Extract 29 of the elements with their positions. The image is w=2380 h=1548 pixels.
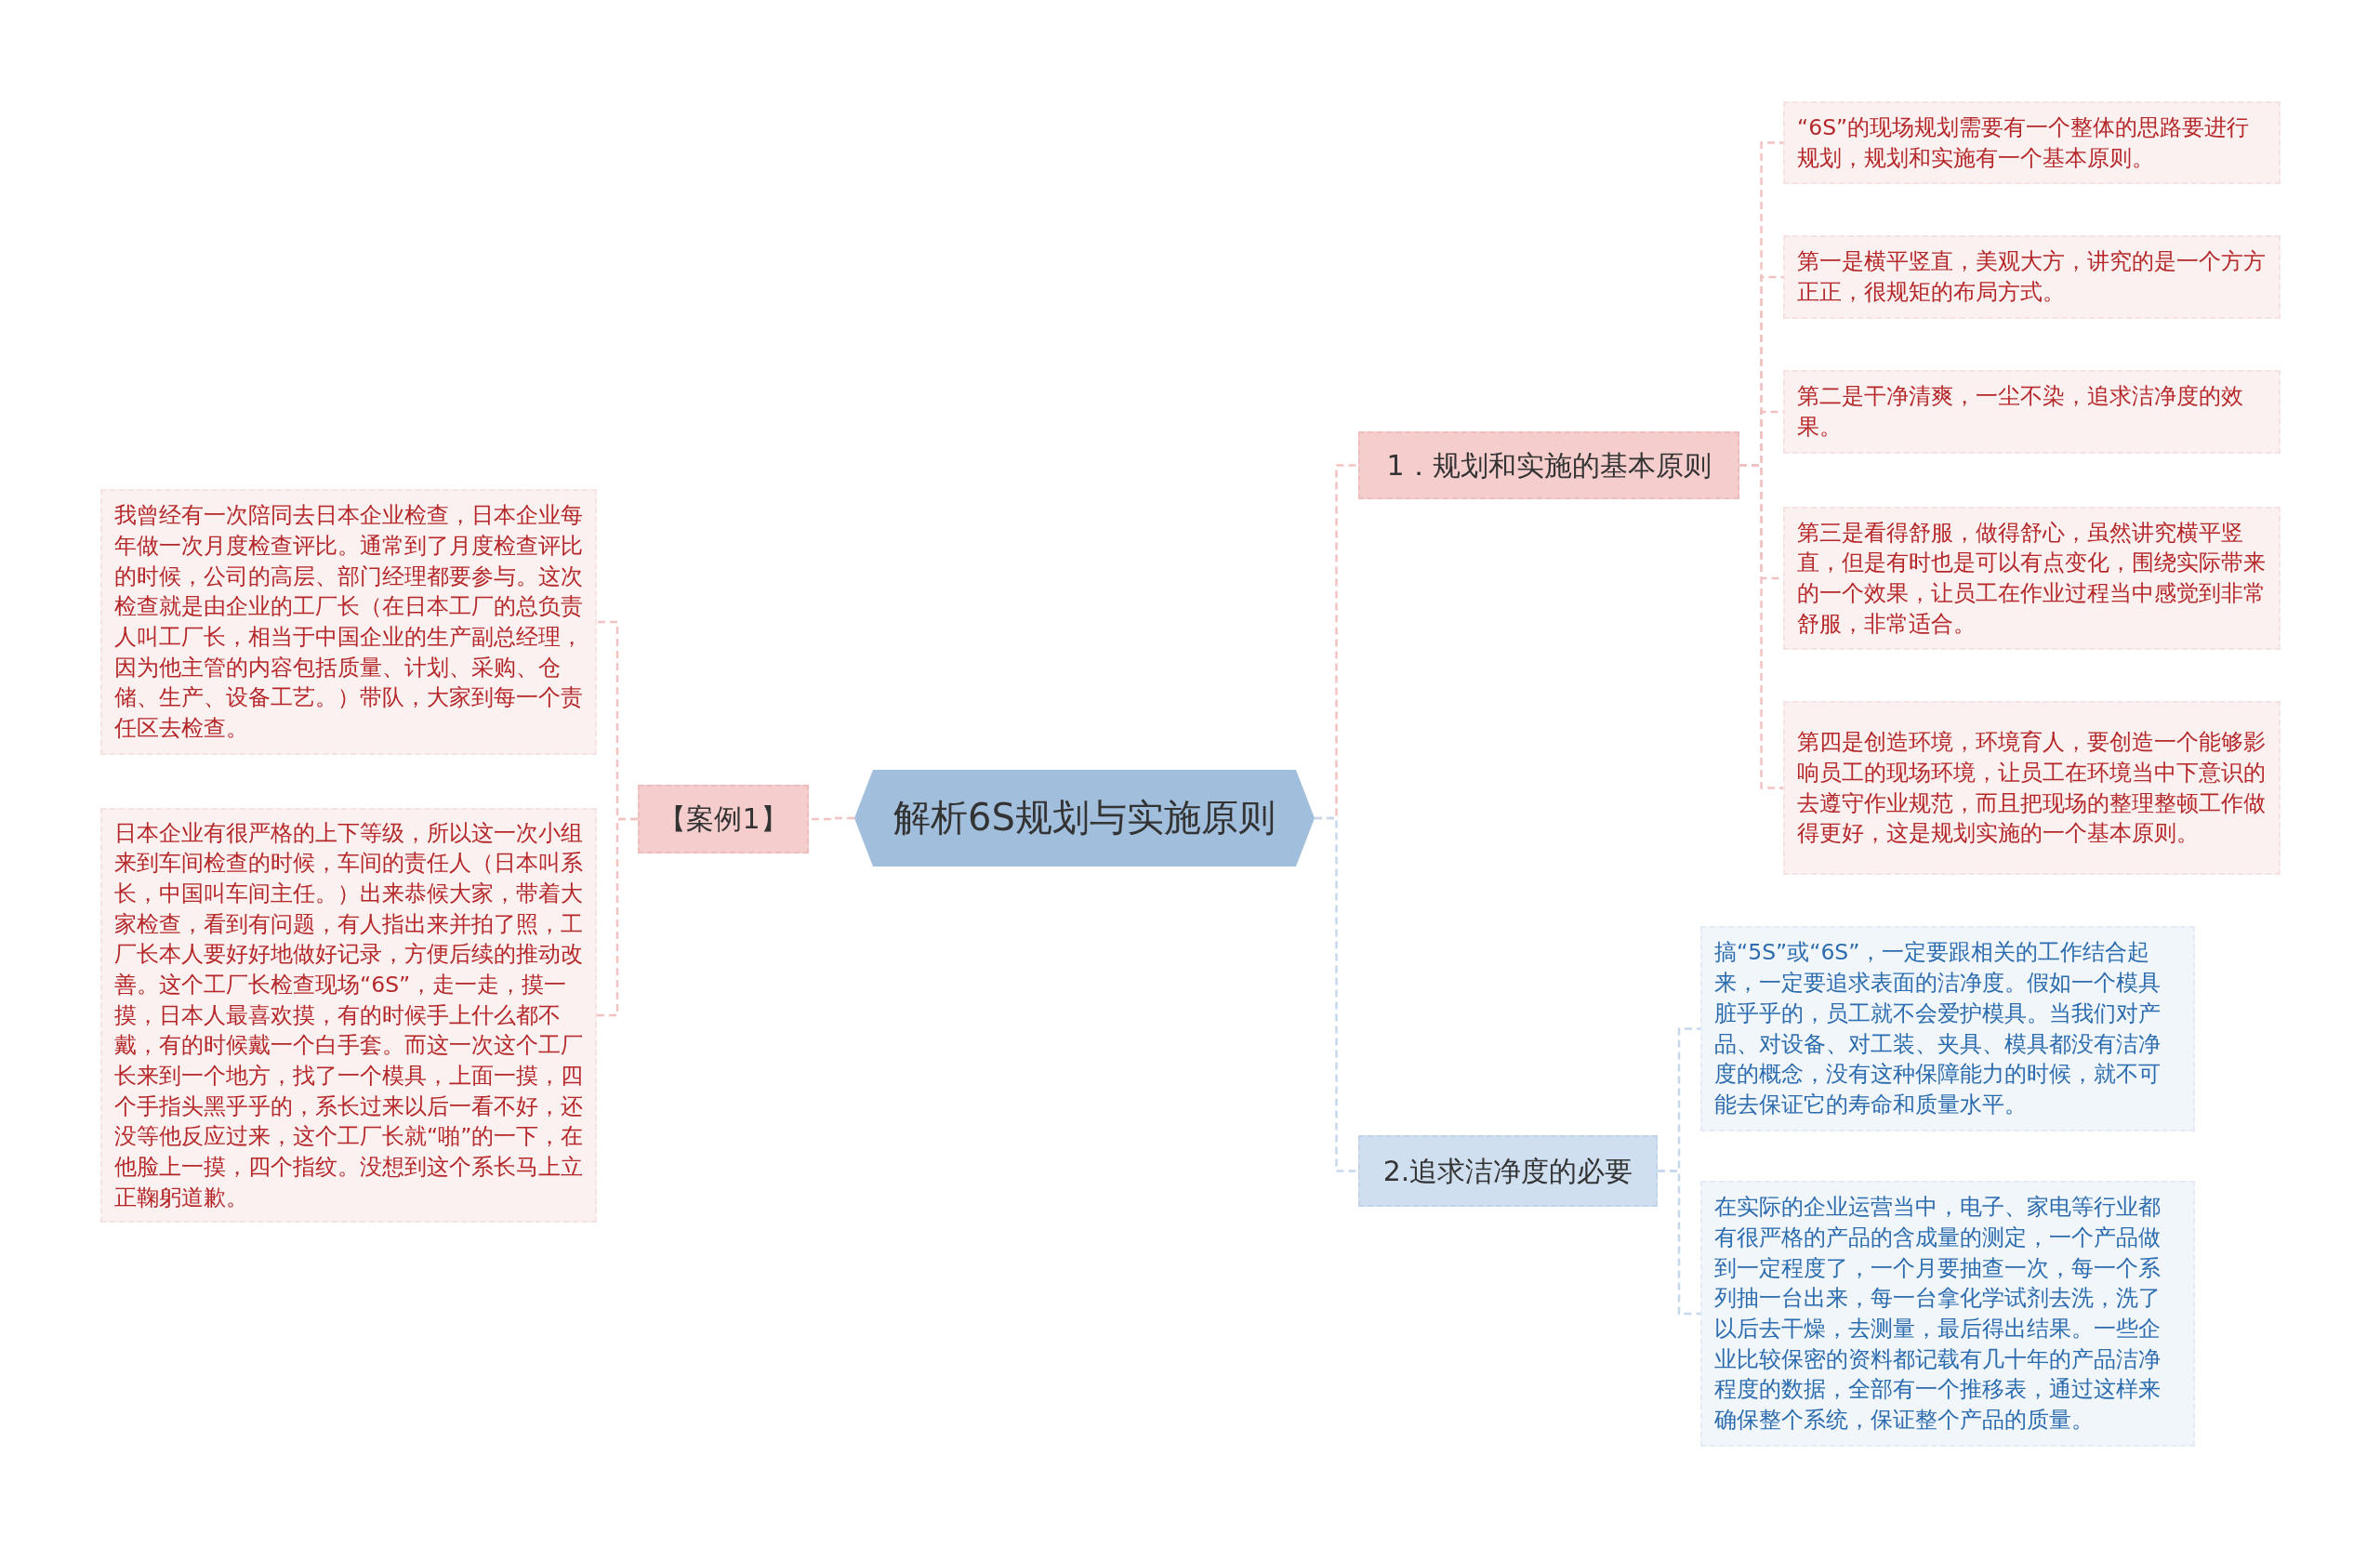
connector-line (809, 816, 854, 821)
connector-line (1658, 1170, 1700, 1316)
topic-label: 2.追求洁净度的必要 (1382, 1153, 1633, 1189)
note-card (1783, 101, 2281, 184)
connector-line (1315, 816, 1358, 1172)
note-text: 日本企业有很严格的上下等级，所以这一次小组来到车间检查的时候，车间的责任人（日本叫系长，中国叫车间主任。）出来恭候大家，带着大家检查，看到有问题，有人指出来并拍了照，工厂长本人要好好地做好记录，方便后续的推动改善。这个工厂长检查现场“6S”，走一走，摸一摸，日本人最喜欢摸，有的时候手上什么都不戴，有的时候戴一个白手套。而这一次这个工厂长来到一个地方，找了一个模具，上面一摸，四个手指头黑乎乎的，系长过来以后一看不好，还没等他反应过来，这个工厂长就“啪”的一下，在他脸上一摸，四个指纹。没想到这个系长马上立正鞠躬道歉。 (114, 818, 584, 1212)
note-card (1700, 926, 2195, 1131)
connector-line (1739, 464, 1783, 789)
central-topic (854, 770, 1315, 867)
note-text: 搞“5S”或“6S”，一定要跟相关的工作结合起来，一定要追求表面的洁净度。假如一个模具脏乎乎的，员工就不会爱护模具。当我们对产品、对设备、对工装、夹具、模具都没有洁净度的概念，没有这种保障能力的时候，就不可能去保证它的寿命和质量水平。 (1714, 938, 2162, 1119)
topic-label: 【案例1】 (658, 801, 788, 838)
note-card (1783, 507, 2281, 650)
topic-box (638, 785, 809, 853)
note-card (1783, 370, 2281, 454)
topic-title: 解析6S规划与实施原则 (893, 795, 1276, 841)
note-text: 第一是横平竖直，美观大方，讲究的是一个方方正正，很规矩的布局方式。 (1797, 247, 2267, 307)
note-text: 第四是创造环境，环境育人，要创造一个能够影响员工的现场环境，让员工在环境当中下意识的去遵守作业规范，而且把现场的整理整顿工作做得更好，这是规划实施的一个基本原则。 (1797, 728, 2267, 849)
topic-box (1358, 1135, 1658, 1207)
topic-label: 1．规划和实施的基本原则 (1386, 447, 1712, 483)
note-text: 第二是干净清爽，一尘不染，追求洁净度的效果。 (1797, 382, 2244, 442)
note-card (1783, 235, 2281, 319)
note-text: “6S”的现场规划需要有一个整体的思路要进行规划，规划和实施有一个基本原则。 (1797, 112, 2251, 173)
note-card (1783, 701, 2281, 875)
note-text: 我曾经有一次陪同去日本企业检查，日本企业每年做一次月度检查评比。通常到了月度检查评比的时候，公司的高层、部门经理都要参与。这次检查就是由企业的工厂长（在日本工厂的总负责人叫工厂长，相当于中国企业的生产副总经理，因为他主管的内容包括质量、计划、采购、仓储、生产、设备工艺。）带队，大家到每一个责任区去检查。 (114, 501, 584, 743)
note-card (1700, 1181, 2195, 1447)
note-text: 第三是看得舒服，做得舒心，虽然讲究横平竖直，但是有时也是可以有点变化，围绕实际带来的一个效果，让员工在作业过程当中感觉到非常舒服，非常适合。 (1797, 518, 2267, 639)
connector-line (597, 817, 638, 1017)
topic-box (1358, 431, 1739, 499)
note-text: 在实际的企业运营当中，电子、家电等行业都有很严格的产品的含成量的测定，一个产品做到一定程度了，一个月要抽查一次，每一个系列抽一台出来，每一台拿化学试剂去洗，洗了以后去干燥，去测量，最后得出结果。一些企业比较保密的资料都记载有几十年的产品洁净程度的数据，全部有一个推移表，通过这样来确保整个系统，保证整个产品的质量。 (1714, 1193, 2162, 1435)
